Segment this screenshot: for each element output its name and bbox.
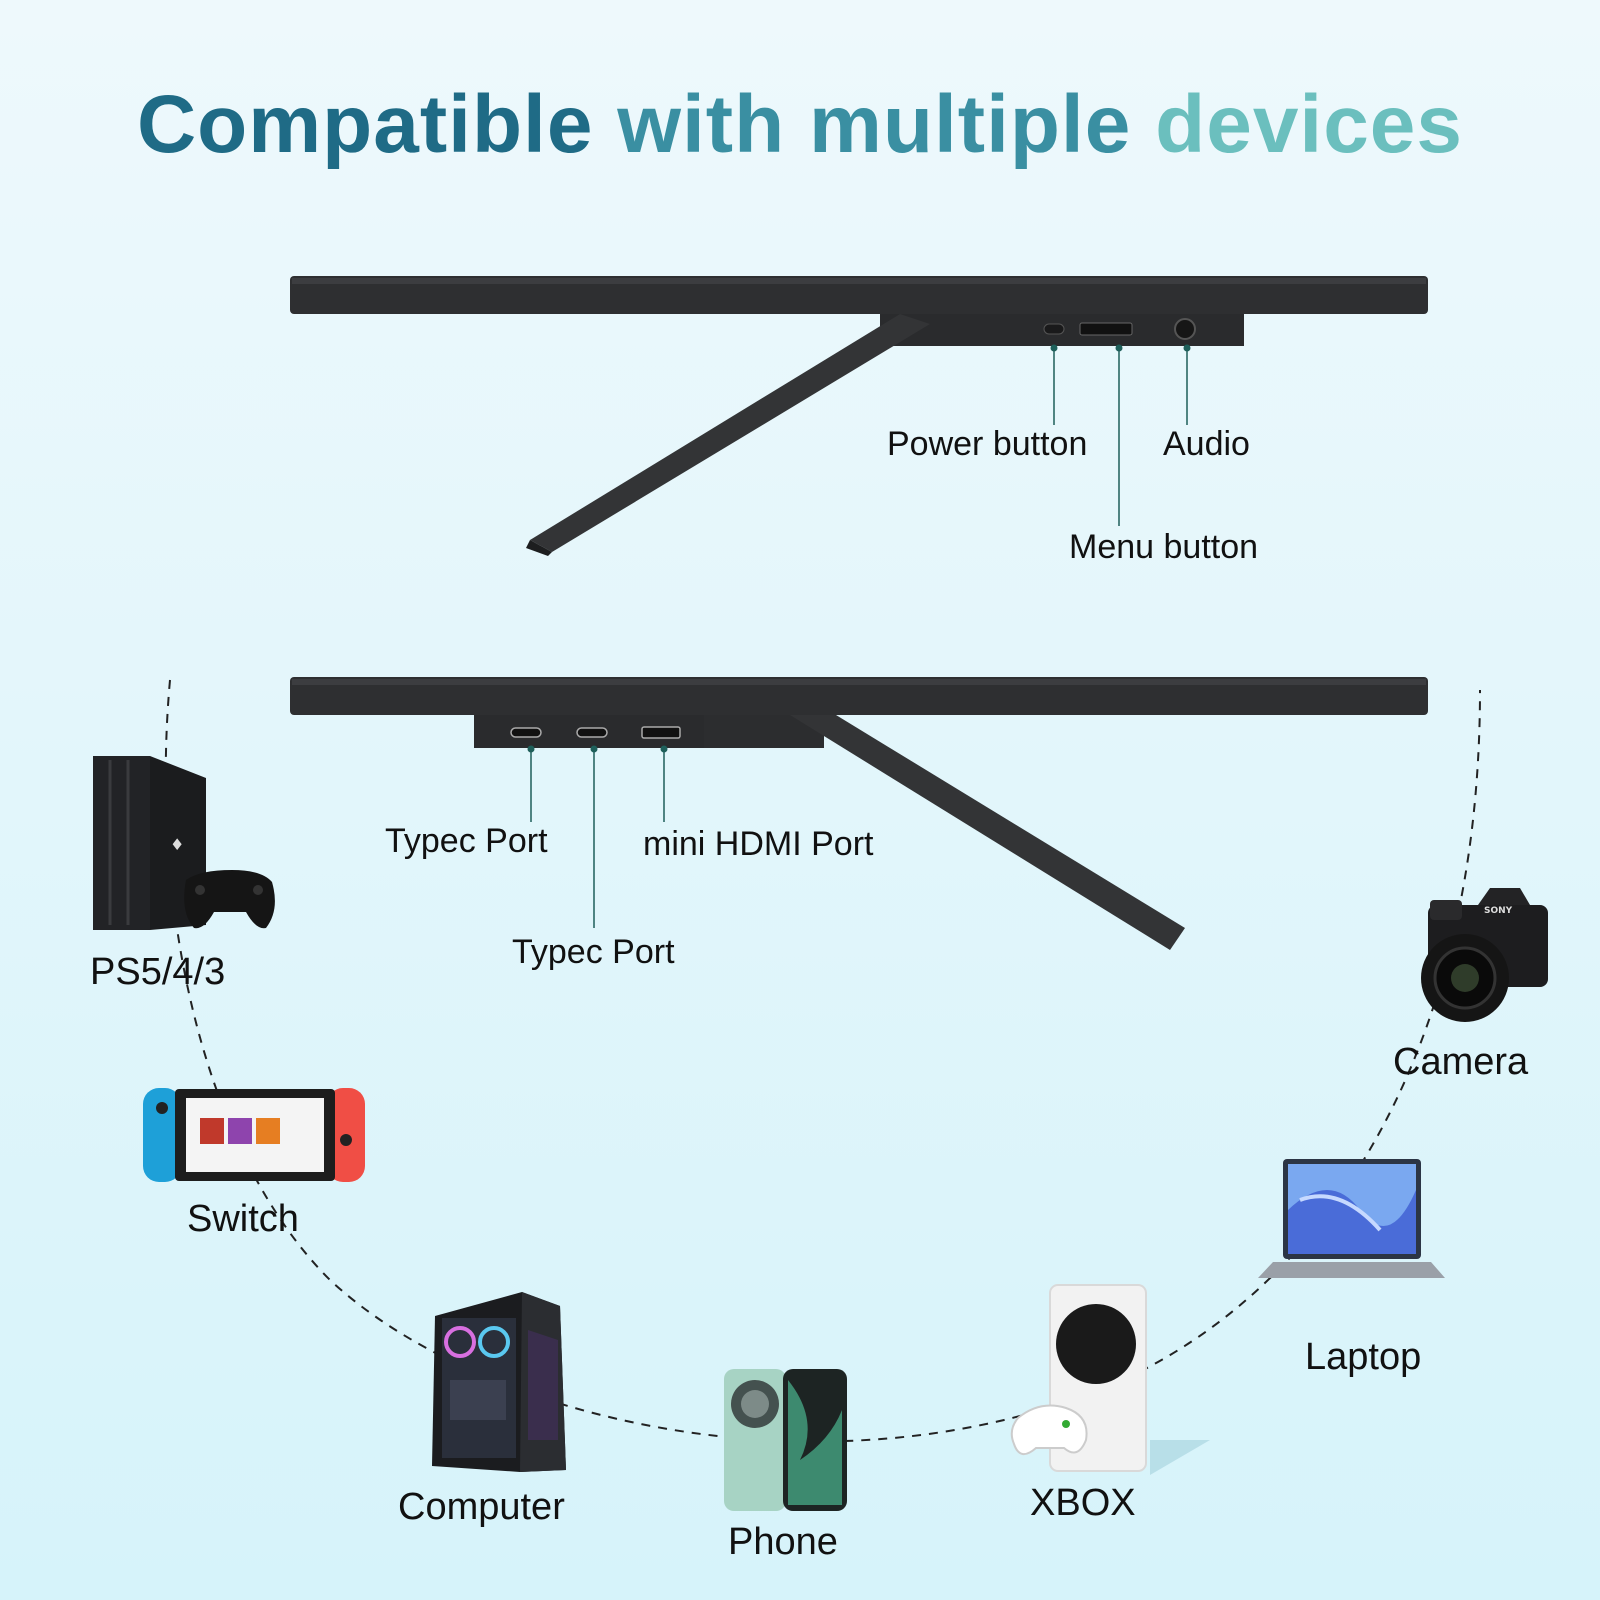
computer-tower-image	[432, 1292, 566, 1472]
monitor-top-view	[290, 276, 1428, 556]
xbox-console-image	[1010, 1284, 1210, 1475]
device-label-ps: PS5/4/3	[90, 951, 226, 993]
typec-port-1-shape	[510, 727, 542, 738]
monitor-top-stand	[530, 314, 930, 552]
svg-text:SONY: SONY	[1484, 906, 1513, 916]
camera-image: SONY	[1421, 888, 1548, 1022]
menu-button-shape	[1079, 322, 1133, 336]
monitor-top-bezel	[290, 276, 1428, 314]
label-typec-port-1: Typec Port	[385, 822, 548, 860]
device-label-xbox: XBOX	[1030, 1482, 1136, 1524]
gamepad-icon	[184, 870, 275, 929]
monitor-top-highlight	[292, 278, 1426, 284]
device-label-laptop: Laptop	[1305, 1336, 1422, 1378]
monitor-bottom-stand	[790, 715, 1185, 950]
label-mini-hdmi-port: mini HDMI Port	[643, 825, 874, 863]
audio-jack-shape	[1174, 318, 1196, 340]
hdmi-port-shape	[641, 726, 681, 739]
page-title: Compatible with multiple devices	[0, 78, 1600, 172]
title-part-2: with multiple	[617, 79, 1132, 170]
xbox-controller-icon	[1010, 1404, 1088, 1455]
title-part-1: Compatible	[136, 79, 594, 170]
monitor-bottom-view	[290, 677, 1428, 950]
ps-console-image: ♦	[93, 756, 275, 930]
laptop-image	[1258, 1159, 1445, 1278]
device-arc-dashed	[164, 679, 1481, 1443]
title-part-3: devices	[1155, 79, 1464, 170]
device-label-phone: Phone	[728, 1521, 838, 1563]
svg-text:♦: ♦	[170, 835, 184, 854]
label-typec-port-2: Typec Port	[512, 933, 675, 971]
device-label-camera: Camera	[1393, 1041, 1529, 1083]
label-audio: Audio	[1163, 425, 1250, 463]
label-menu-button: Menu button	[1069, 528, 1259, 566]
device-label-switch: Switch	[187, 1198, 299, 1240]
typec-port-2-shape	[576, 727, 608, 738]
device-label-computer: Computer	[398, 1486, 565, 1528]
phone-image	[724, 1369, 847, 1511]
switch-console-image	[143, 1088, 365, 1182]
monitor-bottom-bezel	[290, 677, 1428, 715]
power-button-shape	[1043, 323, 1065, 335]
label-power-button: Power button	[887, 425, 1088, 463]
